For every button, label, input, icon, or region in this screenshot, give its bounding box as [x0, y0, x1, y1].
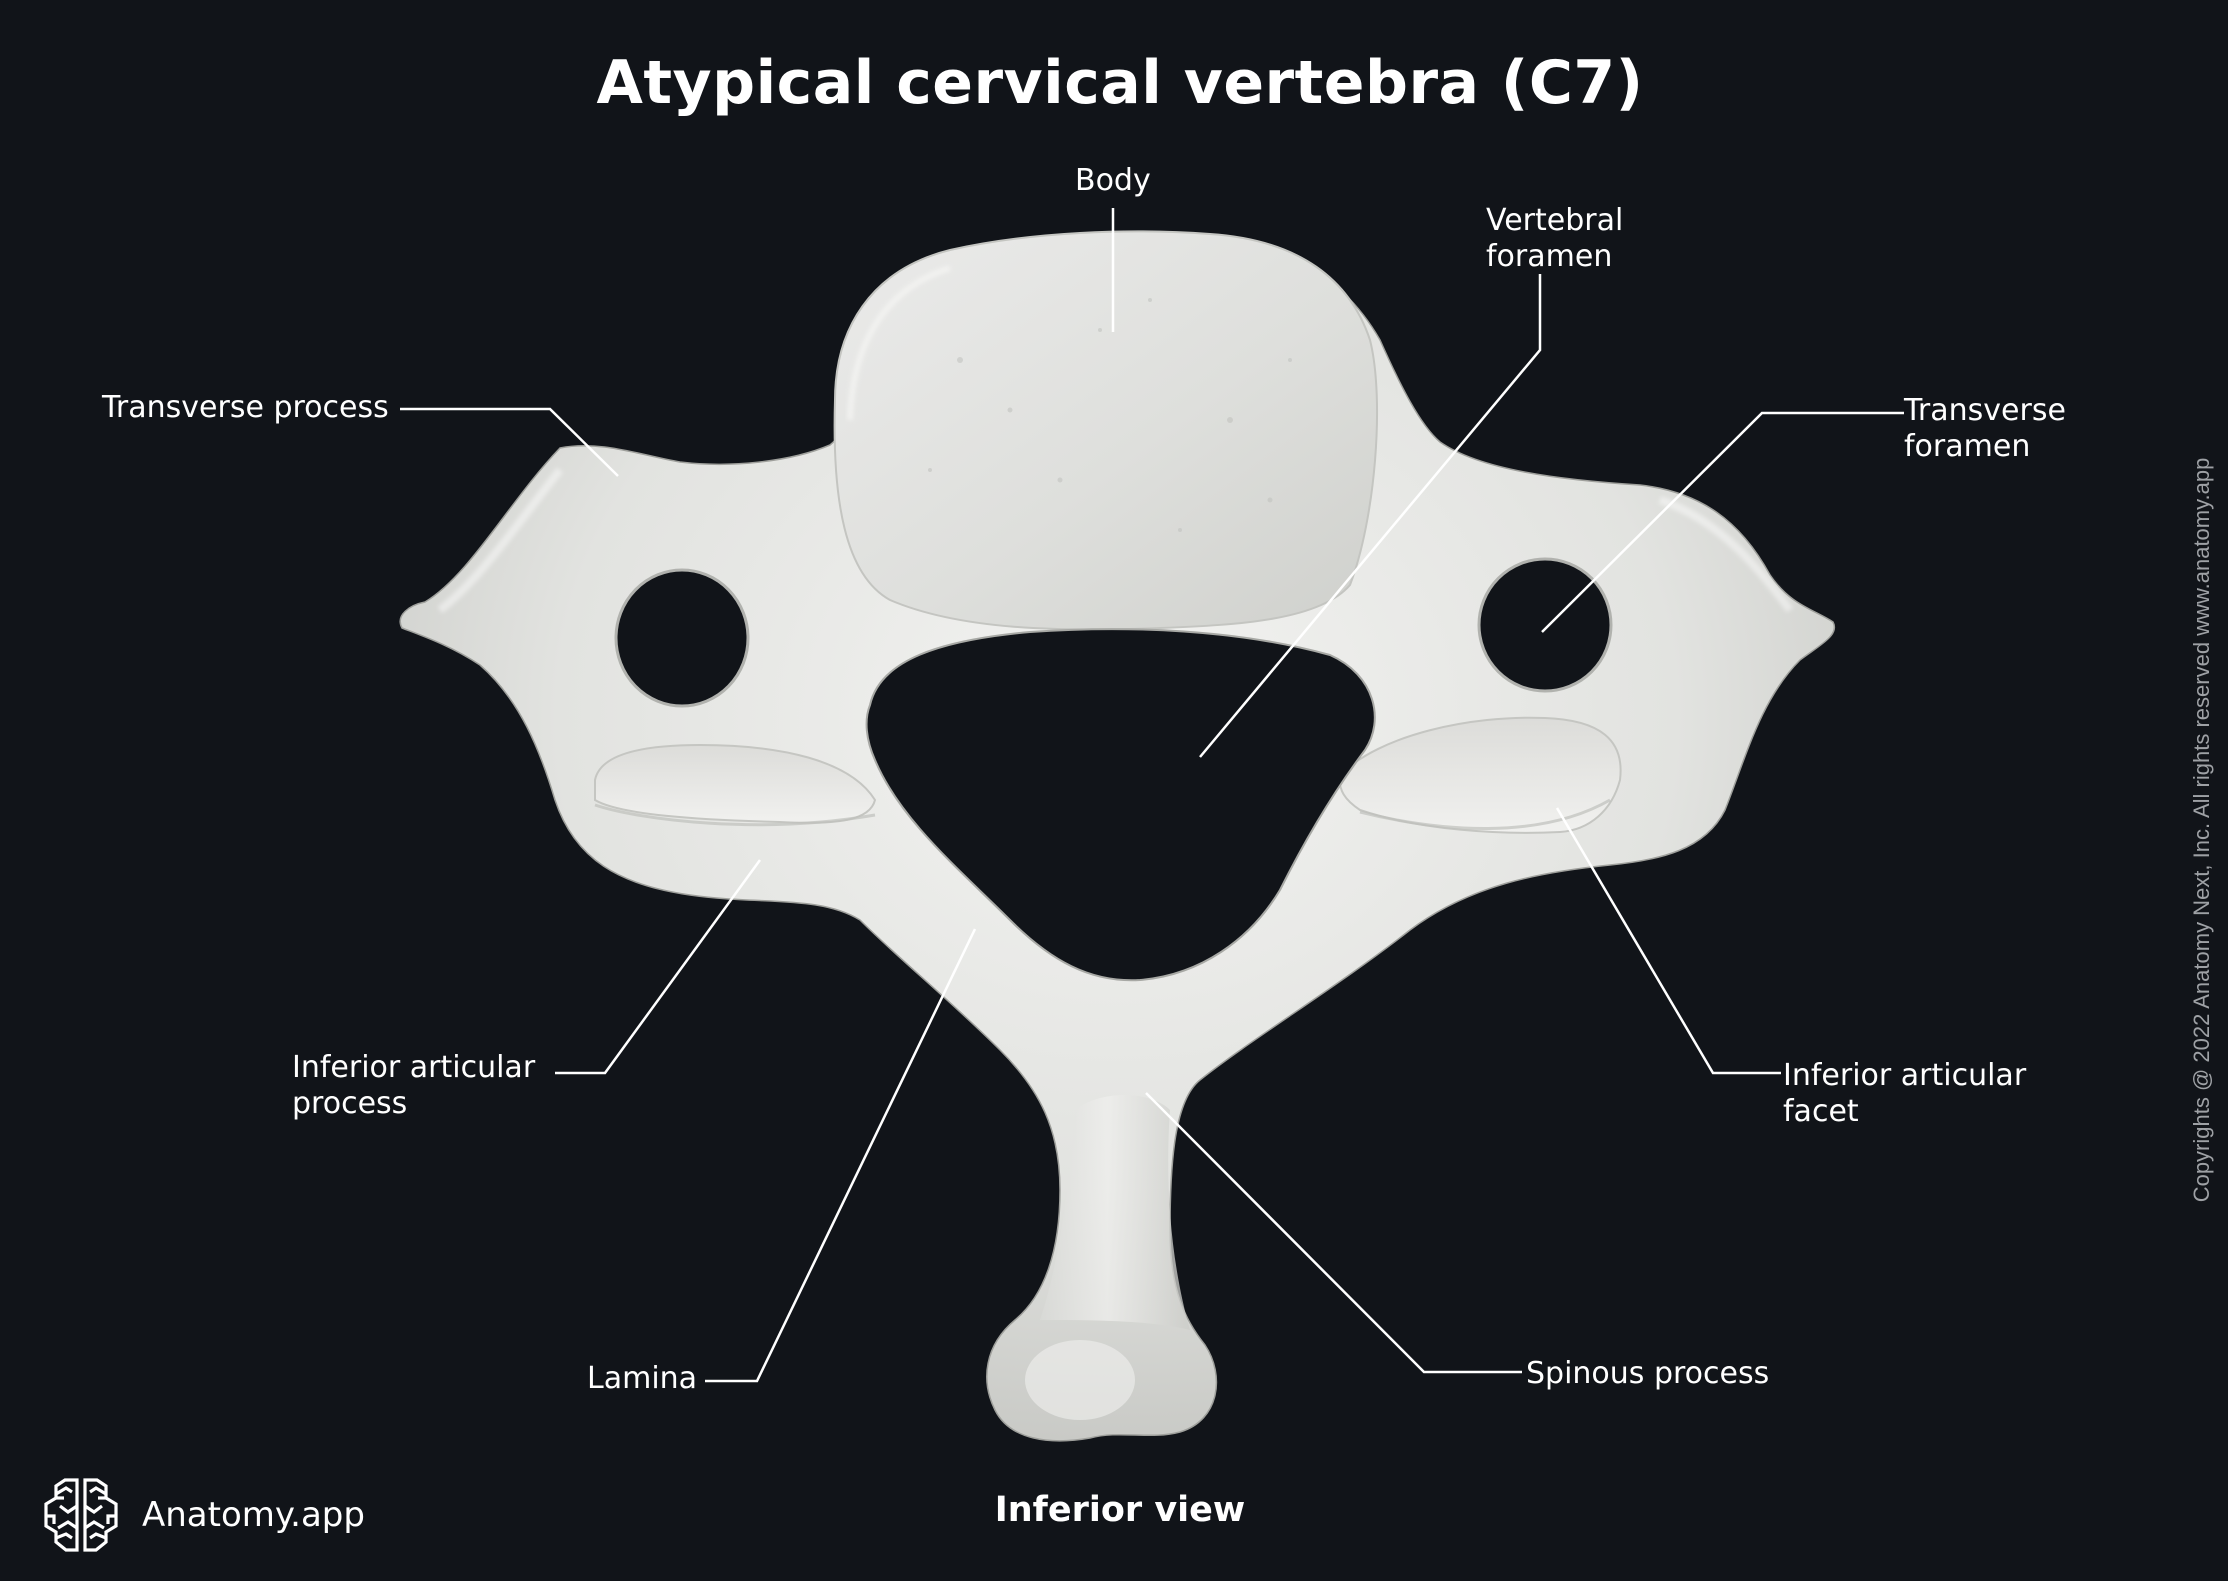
label-spinous-process: Spinous process — [1526, 1356, 1770, 1391]
brand-name: Anatomy.app — [142, 1495, 365, 1535]
brand: Anatomy.app — [40, 1475, 365, 1555]
leader-spinous-process — [1145, 1092, 1522, 1374]
left-transverse-foramen-hole — [614, 568, 750, 708]
brain-logo-icon — [44, 1478, 118, 1552]
label-transverse-process: Transverse process — [102, 390, 389, 425]
label-inferior-articular-facet: Inferior articular facet — [1783, 1058, 2027, 1129]
leader-inferior-articular-facet — [1555, 807, 1781, 1075]
leader-lines — [400, 208, 1904, 1383]
leader-lamina — [705, 928, 977, 1383]
label-transverse-foramen: Transverse foramen — [1904, 393, 2066, 464]
vertebral-foramen-hole — [865, 628, 1376, 982]
leader-inferior-articular-process — [555, 859, 762, 1075]
copyright-notice: Copyrights @ 2022 Anatomy Next, Inc. All… — [2189, 457, 2214, 1203]
label-lamina: Lamina — [587, 1361, 698, 1396]
label-inferior-articular-process: Inferior articular process — [292, 1050, 536, 1121]
label-vertebral-foramen: Vertebral foramen — [1486, 203, 1624, 274]
leader-transverse-foramen — [1541, 411, 1904, 633]
diagram-title: Atypical cervical vertebra (C7) — [596, 48, 1644, 118]
view-label: Inferior view — [994, 1490, 1246, 1530]
right-transverse-foramen-hole — [1477, 557, 1613, 693]
label-body: Body — [1075, 163, 1151, 198]
leader-transverse-process — [400, 407, 619, 477]
leader-vertebral-foramen — [1199, 274, 1542, 758]
